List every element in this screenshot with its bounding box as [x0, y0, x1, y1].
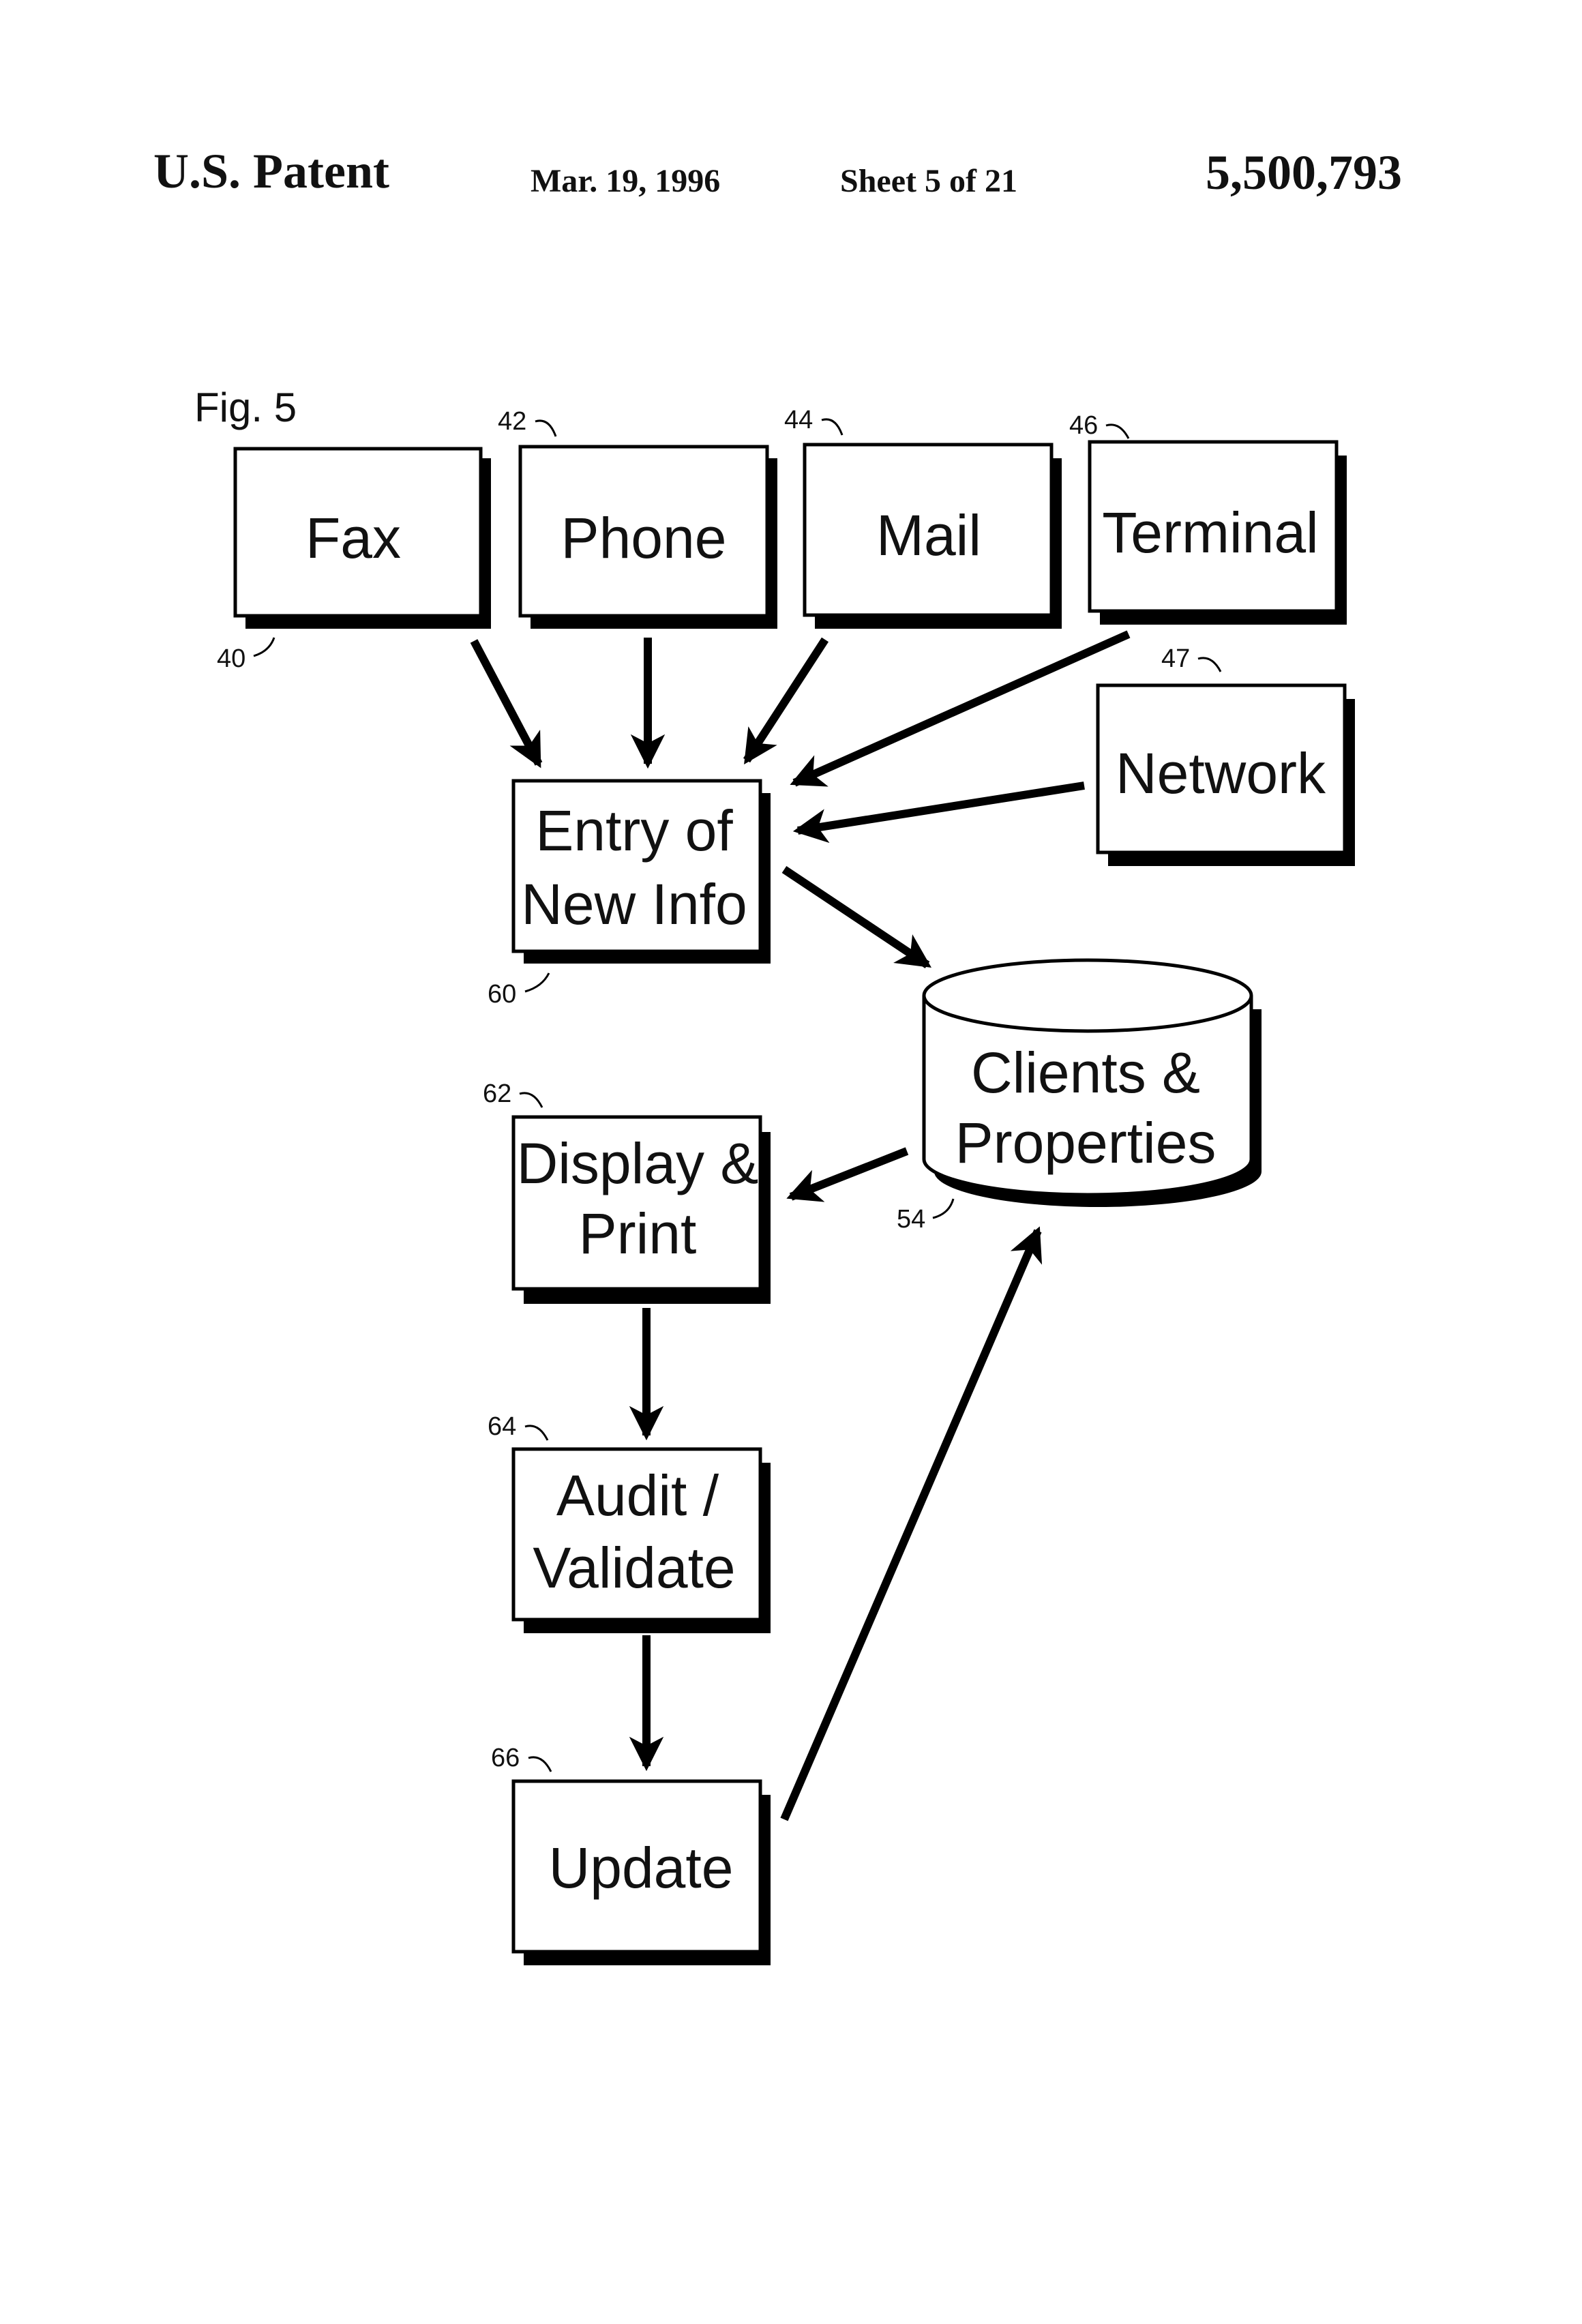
ref-40-leader — [254, 638, 274, 656]
node-phone-label: Phone — [561, 506, 727, 570]
ref-44-leader — [822, 419, 842, 435]
ref-66-leader — [528, 1757, 551, 1772]
ref-46: 46 — [1069, 411, 1098, 440]
node-audit-validate: Audit / Validate — [513, 1449, 771, 1633]
ref-42: 42 — [498, 407, 526, 436]
arrow-update-to-database — [784, 1231, 1038, 1819]
arrow-database-to-display — [791, 1151, 907, 1197]
ref-42-leader — [535, 421, 556, 436]
node-terminal: Terminal — [1090, 442, 1347, 625]
node-terminal-label: Terminal — [1102, 501, 1318, 565]
node-network-label: Network — [1116, 741, 1326, 805]
node-audit-line1: Audit / — [556, 1463, 719, 1528]
arrow-network-to-entry — [798, 786, 1084, 831]
node-clients-properties-database: Clients & Properties — [924, 960, 1262, 1207]
node-display-line2: Print — [579, 1202, 697, 1266]
node-entry-of-new-info: Entry of New Info — [513, 781, 771, 964]
node-network: Network — [1098, 685, 1355, 866]
arrow-entry-to-database — [784, 869, 927, 965]
node-fax-label: Fax — [305, 506, 401, 570]
node-update-label: Update — [549, 1836, 734, 1900]
node-display-print: Display & Print — [513, 1117, 771, 1304]
ref-54-leader — [933, 1199, 953, 1218]
ref-62: 62 — [483, 1079, 511, 1108]
node-phone: Phone — [520, 447, 777, 629]
ref-54: 54 — [897, 1205, 925, 1234]
ref-66: 66 — [491, 1744, 520, 1772]
arrow-terminal-to-entry — [794, 634, 1129, 783]
node-fax: Fax — [235, 449, 491, 629]
node-update: Update — [513, 1781, 771, 1965]
ref-44: 44 — [784, 406, 813, 434]
node-database-line2: Properties — [955, 1111, 1217, 1175]
node-entry-line2: New Info — [521, 872, 747, 936]
figure-label: Fig. 5 — [194, 385, 297, 430]
ref-64-leader — [525, 1426, 548, 1440]
ref-47: 47 — [1161, 644, 1190, 673]
ref-62-leader — [520, 1093, 542, 1107]
ref-64: 64 — [488, 1412, 516, 1441]
node-display-line1: Display & — [517, 1131, 759, 1195]
ref-46-leader — [1106, 425, 1129, 438]
ref-60: 60 — [488, 980, 516, 1009]
ref-60-leader — [525, 973, 549, 992]
node-mail-label: Mail — [876, 503, 981, 567]
arrow-mail-to-entry — [747, 640, 825, 760]
node-audit-line2: Validate — [533, 1536, 735, 1600]
node-entry-line1: Entry of — [535, 799, 733, 863]
arrow-fax-to-entry — [474, 641, 539, 764]
node-mail: Mail — [805, 445, 1062, 629]
ref-47-leader — [1198, 658, 1221, 672]
ref-40: 40 — [217, 644, 245, 673]
node-database-line1: Clients & — [971, 1041, 1200, 1105]
